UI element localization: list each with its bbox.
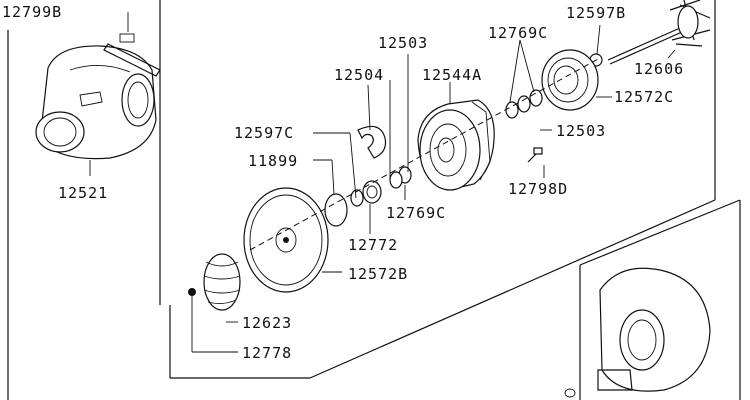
label-12769c-bottom: 12769C (386, 204, 446, 222)
thrust-collar (357, 125, 387, 159)
bearing-housing (417, 99, 495, 191)
label-12597c: 12597C (234, 124, 294, 142)
label-12623: 12623 (242, 314, 292, 332)
frame-lines (7, 0, 741, 400)
turbine-shaft-wheel (607, 0, 711, 65)
label-12503-top: 12503 (378, 34, 428, 52)
clamp-bolt (103, 33, 161, 77)
seal-plate (541, 49, 599, 111)
label-12778: 12778 (242, 344, 292, 362)
back-plate (243, 187, 329, 293)
label-12799b: 12799B (2, 3, 62, 21)
label-12772: 12772 (348, 236, 398, 254)
compressor-housing (35, 45, 157, 160)
label-12572b: 12572B (348, 265, 408, 283)
label-12521: 12521 (58, 184, 108, 202)
leader-lines (89, 12, 676, 353)
label-12504: 12504 (334, 66, 384, 84)
part-labels: 12799B 12521 12503 12769C 12597B 12504 1… (2, 3, 684, 362)
label-12572c: 12572C (614, 88, 674, 106)
label-12606: 12606 (634, 60, 684, 78)
label-12544a: 12544A (422, 66, 482, 84)
compressor-wheel (188, 253, 241, 311)
label-11899: 11899 (248, 152, 298, 170)
bearing-housing-bolt (527, 147, 543, 163)
label-12769c-top: 12769C (488, 24, 548, 42)
label-12798d: 12798D (508, 180, 568, 198)
label-12597b: 12597B (566, 4, 626, 22)
o-ring (324, 193, 348, 227)
label-12503-right: 12503 (556, 122, 606, 140)
assembly-axis (249, 57, 601, 251)
turbine-housing (564, 267, 711, 398)
